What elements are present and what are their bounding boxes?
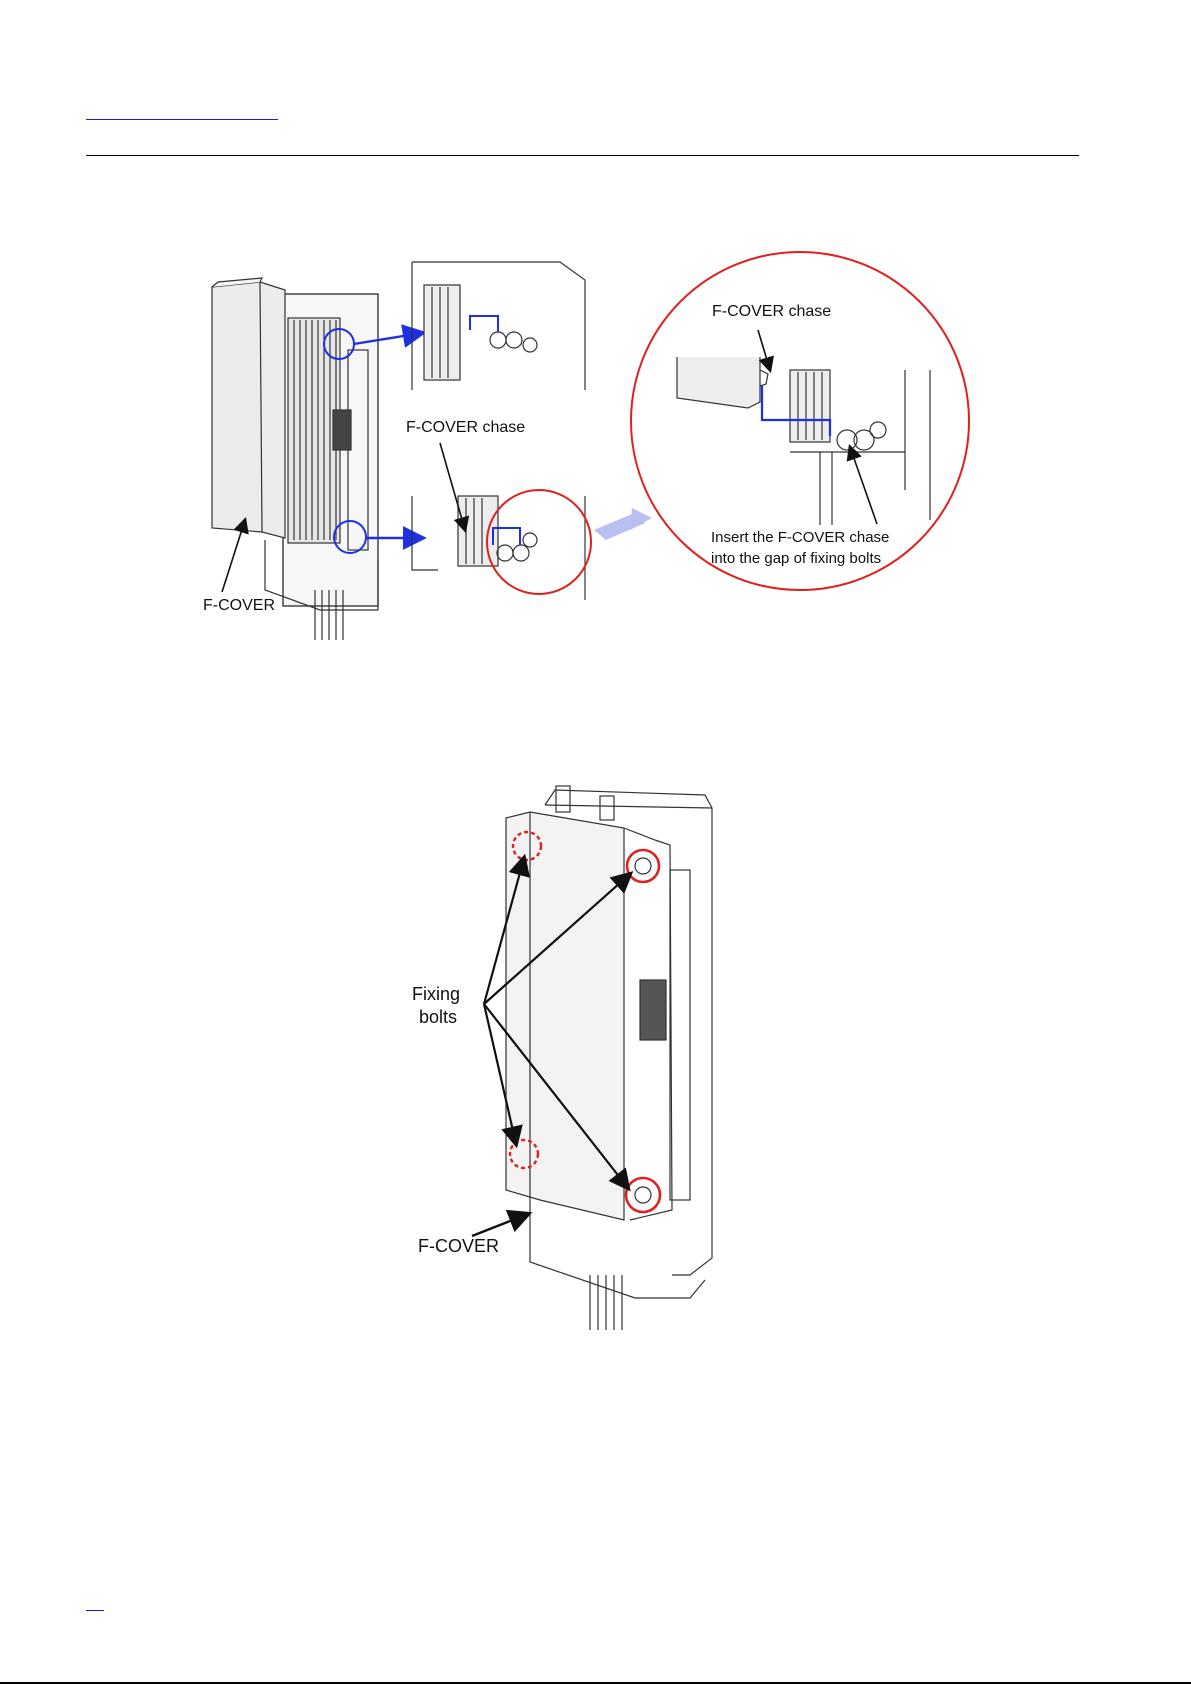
footer-link[interactable] (86, 1600, 104, 1611)
page-bottom-divider (0, 1682, 1191, 1684)
fcover-panel-open (212, 278, 285, 538)
instruction-line-1: Insert the F-COVER chase (711, 529, 889, 546)
unit-drawing-closed (506, 786, 712, 1330)
detail-bottom-bracket (412, 496, 585, 600)
zoom-circle-small (487, 490, 591, 594)
label-fcover-2: F-COVER (418, 1236, 499, 1256)
bolt-circle-bottom-right (626, 1178, 660, 1212)
label-bolts-line-2: bolts (419, 1007, 457, 1027)
figure-2-fixing-bolts: Fixing bolts F-COVER (412, 786, 712, 1330)
label-fcover-1: F-COVER (203, 597, 275, 614)
leader-fcover-1 (222, 520, 245, 592)
leader-fcover-2 (472, 1214, 528, 1236)
label-fcover-chase-mid: F-COVER chase (406, 419, 525, 436)
label-fcover-chase-detail: F-COVER chase (712, 303, 831, 320)
detail-top-bracket (412, 262, 585, 390)
instruction-line-2: into the gap of fixing bolts (711, 550, 881, 567)
leader-chase-mid (440, 443, 465, 530)
bolt-circle-top-right (627, 850, 659, 882)
label-bolts-line-1: Fixing (412, 984, 460, 1004)
figure-1-fcover-attach: F-COVER chase F-COVER F-COV (203, 252, 969, 640)
